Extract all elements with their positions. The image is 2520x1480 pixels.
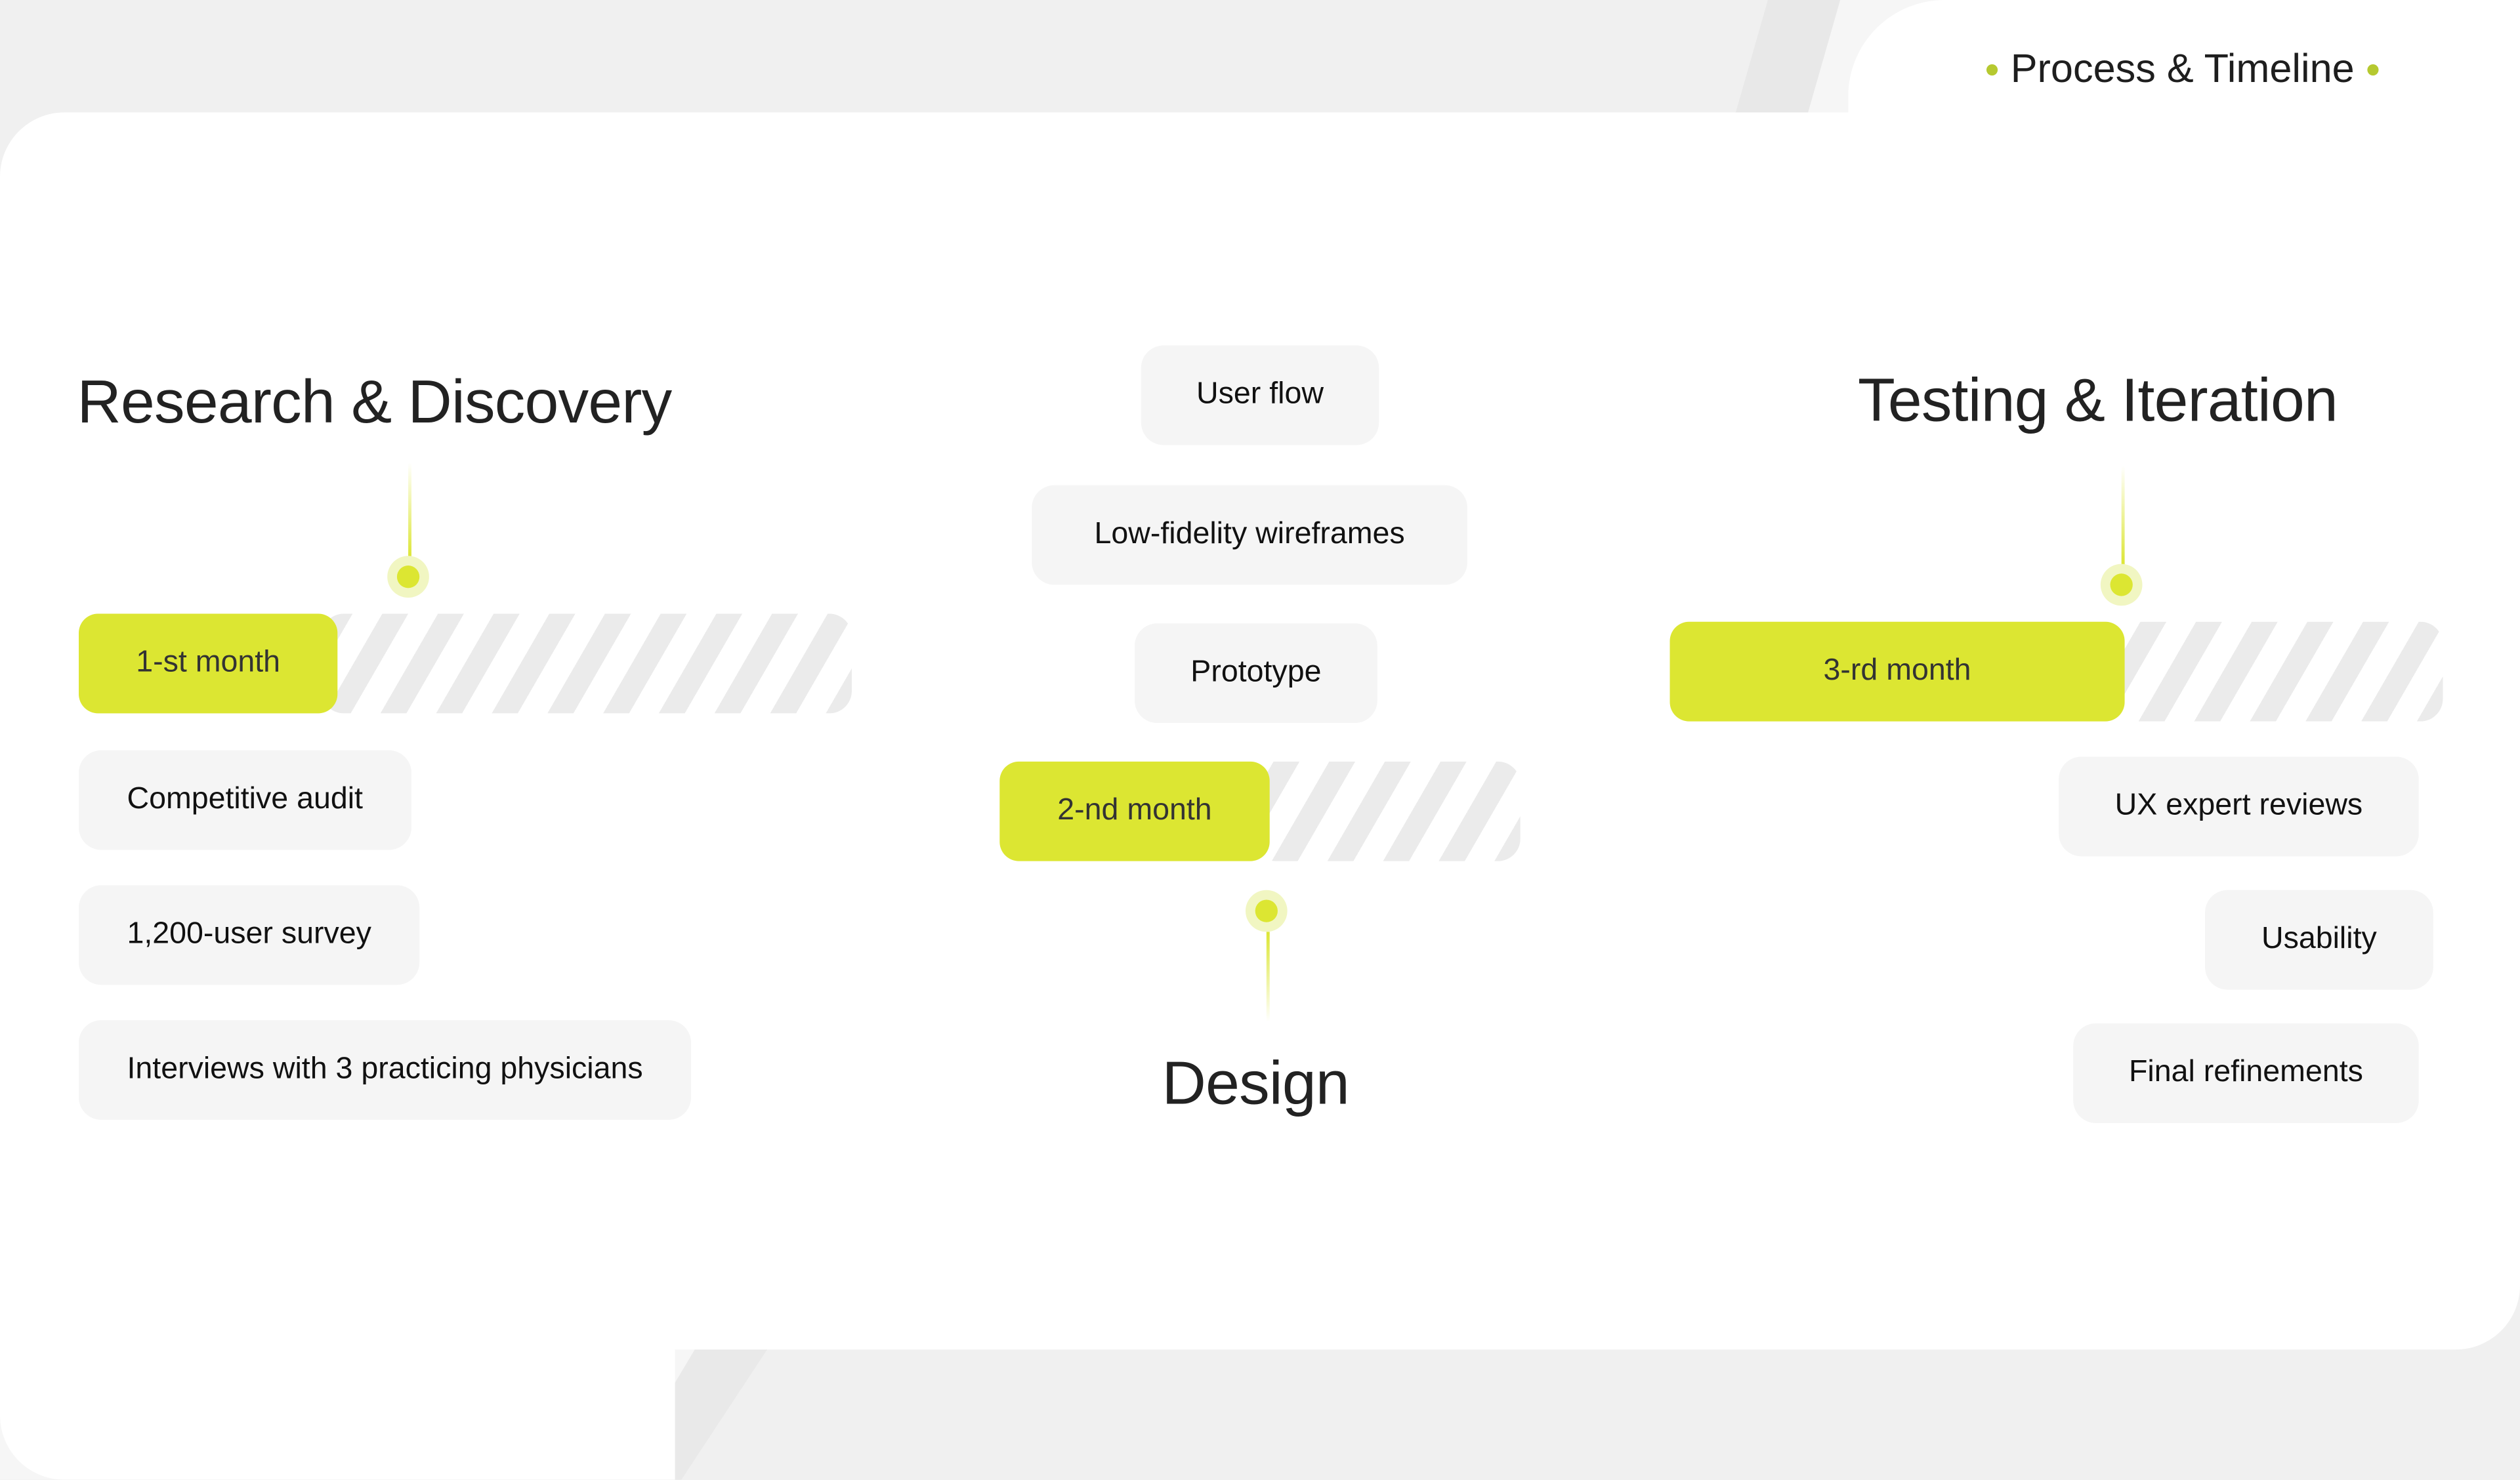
milestone-marker-icon bbox=[1245, 890, 1288, 932]
connector-line bbox=[1266, 932, 1269, 1022]
progress-track bbox=[1253, 761, 1521, 861]
bullet-dot-icon bbox=[1986, 63, 1998, 75]
milestone-marker-icon bbox=[387, 556, 429, 598]
task-final-refinements: Final refinements bbox=[2073, 1023, 2419, 1123]
phase-title-testing: Testing & Iteration bbox=[1858, 367, 2338, 436]
content-card bbox=[0, 112, 2520, 1350]
task-usability: Usability bbox=[2205, 890, 2433, 990]
phase-title-design: Design bbox=[1162, 1050, 1350, 1119]
connector-line bbox=[408, 462, 411, 560]
month-badge-1: 1-st month bbox=[79, 613, 338, 714]
task-interviews: Interviews with 3 practicing physicians bbox=[79, 1020, 692, 1120]
milestone-marker-icon bbox=[2100, 564, 2143, 606]
month-badge-3: 3-rd month bbox=[1670, 621, 2125, 722]
task-user-survey: 1,200-user survey bbox=[79, 885, 420, 985]
connector-line bbox=[2121, 466, 2124, 566]
progress-track bbox=[2109, 621, 2443, 722]
task-prototype: Prototype bbox=[1134, 623, 1377, 724]
task-wireframes: Low-fidelity wireframes bbox=[1032, 485, 1467, 585]
task-user-flow: User flow bbox=[1141, 345, 1379, 445]
month-badge-2: 2-nd month bbox=[999, 761, 1270, 861]
phase-title-research: Research & Discovery bbox=[77, 369, 673, 438]
section-header: Process & Timeline bbox=[1986, 42, 2379, 96]
task-ux-expert-reviews: UX expert reviews bbox=[2059, 756, 2419, 857]
task-competitive-audit: Competitive audit bbox=[79, 750, 411, 850]
section-header-text: Process & Timeline bbox=[2010, 45, 2355, 91]
progress-track bbox=[321, 613, 852, 714]
bullet-dot-icon bbox=[2367, 63, 2379, 75]
